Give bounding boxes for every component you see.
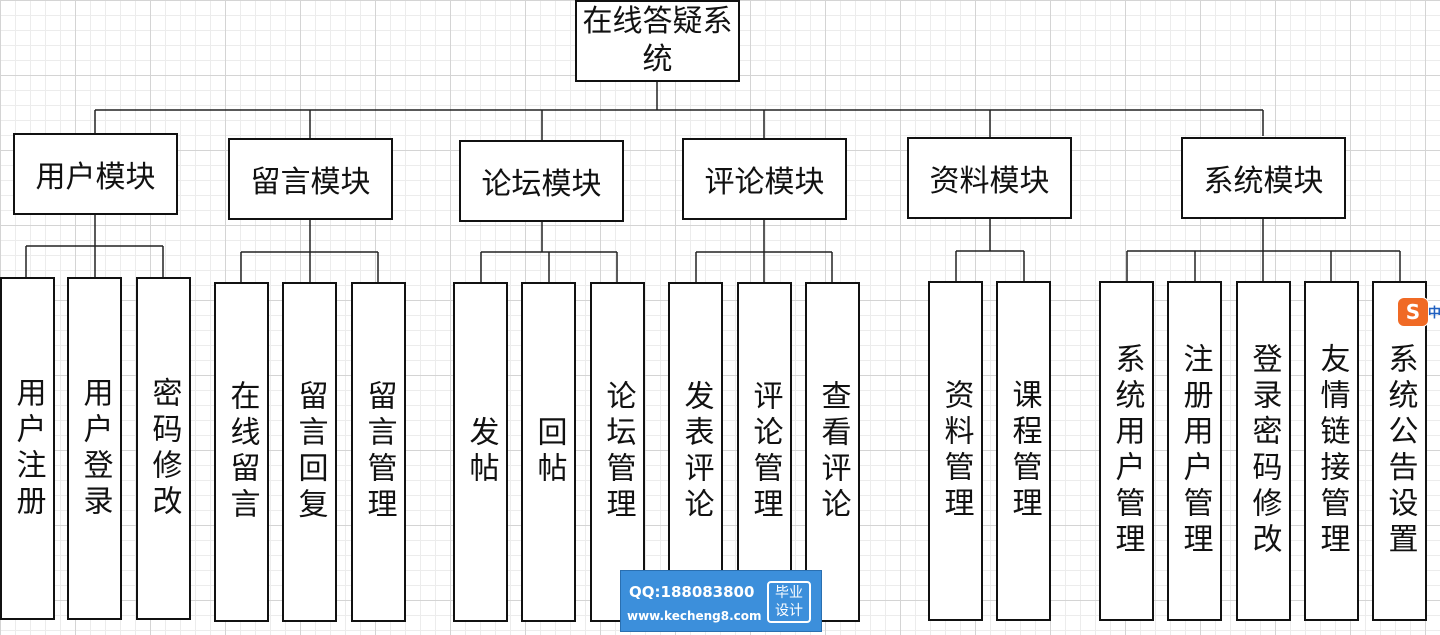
module-comment: 评论模块 (682, 138, 847, 220)
module-resource: 资料模块 (907, 137, 1072, 219)
leaf-label: 发表评论 (678, 380, 714, 524)
watermark-qq: QQ:188083800 (629, 583, 755, 601)
leaf-message-manage: 留言管理 (351, 282, 406, 622)
leaf-forum-manage: 论坛管理 (590, 282, 645, 622)
leaf-label: 在线留言 (224, 380, 260, 524)
watermark-badge-line2: 设计 (775, 603, 803, 619)
leaf-label: 登录密码修改 (1246, 343, 1282, 559)
module-forum: 论坛模块 (459, 140, 624, 222)
watermark-badge: 毕业 设计 (767, 581, 811, 623)
leaf-online-message: 在线留言 (214, 282, 269, 622)
leaf-system-notice-settings: 系统公告设置 (1372, 281, 1427, 621)
leaf-label: 密码修改 (146, 376, 182, 521)
leaf-comment-manage: 评论管理 (737, 282, 792, 622)
ime-mode-label: 中 (1428, 306, 1440, 320)
leaf-label: 系统用户管理 (1109, 343, 1145, 559)
leaf-label: 发帖 (463, 416, 499, 488)
watermark-badge-line1: 毕业 (775, 585, 803, 601)
leaf-label: 查看评论 (815, 380, 851, 524)
leaf-login-password-change: 登录密码修改 (1236, 281, 1291, 621)
leaf-reply-post: 回帖 (521, 282, 576, 622)
module-user: 用户模块 (13, 133, 178, 215)
sogou-ime-icon[interactable]: S (1398, 298, 1428, 326)
leaf-course-manage: 课程管理 (996, 281, 1051, 621)
leaf-view-comment: 查看评论 (805, 282, 860, 622)
module-message: 留言模块 (228, 138, 393, 220)
leaf-user-register: 用户注册 (0, 277, 55, 620)
leaf-label: 资料管理 (938, 379, 974, 523)
leaf-label: 用户登录 (77, 376, 113, 521)
leaf-label: 友情链接管理 (1314, 343, 1350, 559)
leaf-registered-user-manage: 注册用户管理 (1167, 281, 1222, 621)
leaf-password-change: 密码修改 (136, 277, 191, 620)
leaf-system-user-manage: 系统用户管理 (1099, 281, 1154, 621)
leaf-message-reply: 留言回复 (282, 282, 337, 622)
leaf-label: 注册用户管理 (1177, 343, 1213, 559)
leaf-label: 系统公告设置 (1382, 343, 1418, 559)
leaf-publish-comment: 发表评论 (668, 282, 723, 622)
root-node: 在线答疑系统 (575, 0, 740, 82)
leaf-label: 课程管理 (1006, 379, 1042, 523)
leaf-post: 发帖 (453, 282, 508, 622)
module-system: 系统模块 (1181, 137, 1346, 219)
leaf-friend-link-manage: 友情链接管理 (1304, 281, 1359, 621)
leaf-resource-manage: 资料管理 (928, 281, 983, 621)
leaf-user-login: 用户登录 (67, 277, 122, 620)
leaf-label: 用户注册 (10, 376, 46, 521)
leaf-label: 留言管理 (361, 380, 397, 524)
leaf-label: 评论管理 (747, 380, 783, 524)
leaf-label: 留言回复 (292, 380, 328, 524)
watermark-url: www.kecheng8.com (627, 609, 762, 623)
leaf-label: 回帖 (531, 416, 567, 488)
leaf-label: 论坛管理 (600, 380, 636, 524)
watermark-banner: QQ:188083800 www.kecheng8.com 毕业 设计 (620, 570, 822, 632)
